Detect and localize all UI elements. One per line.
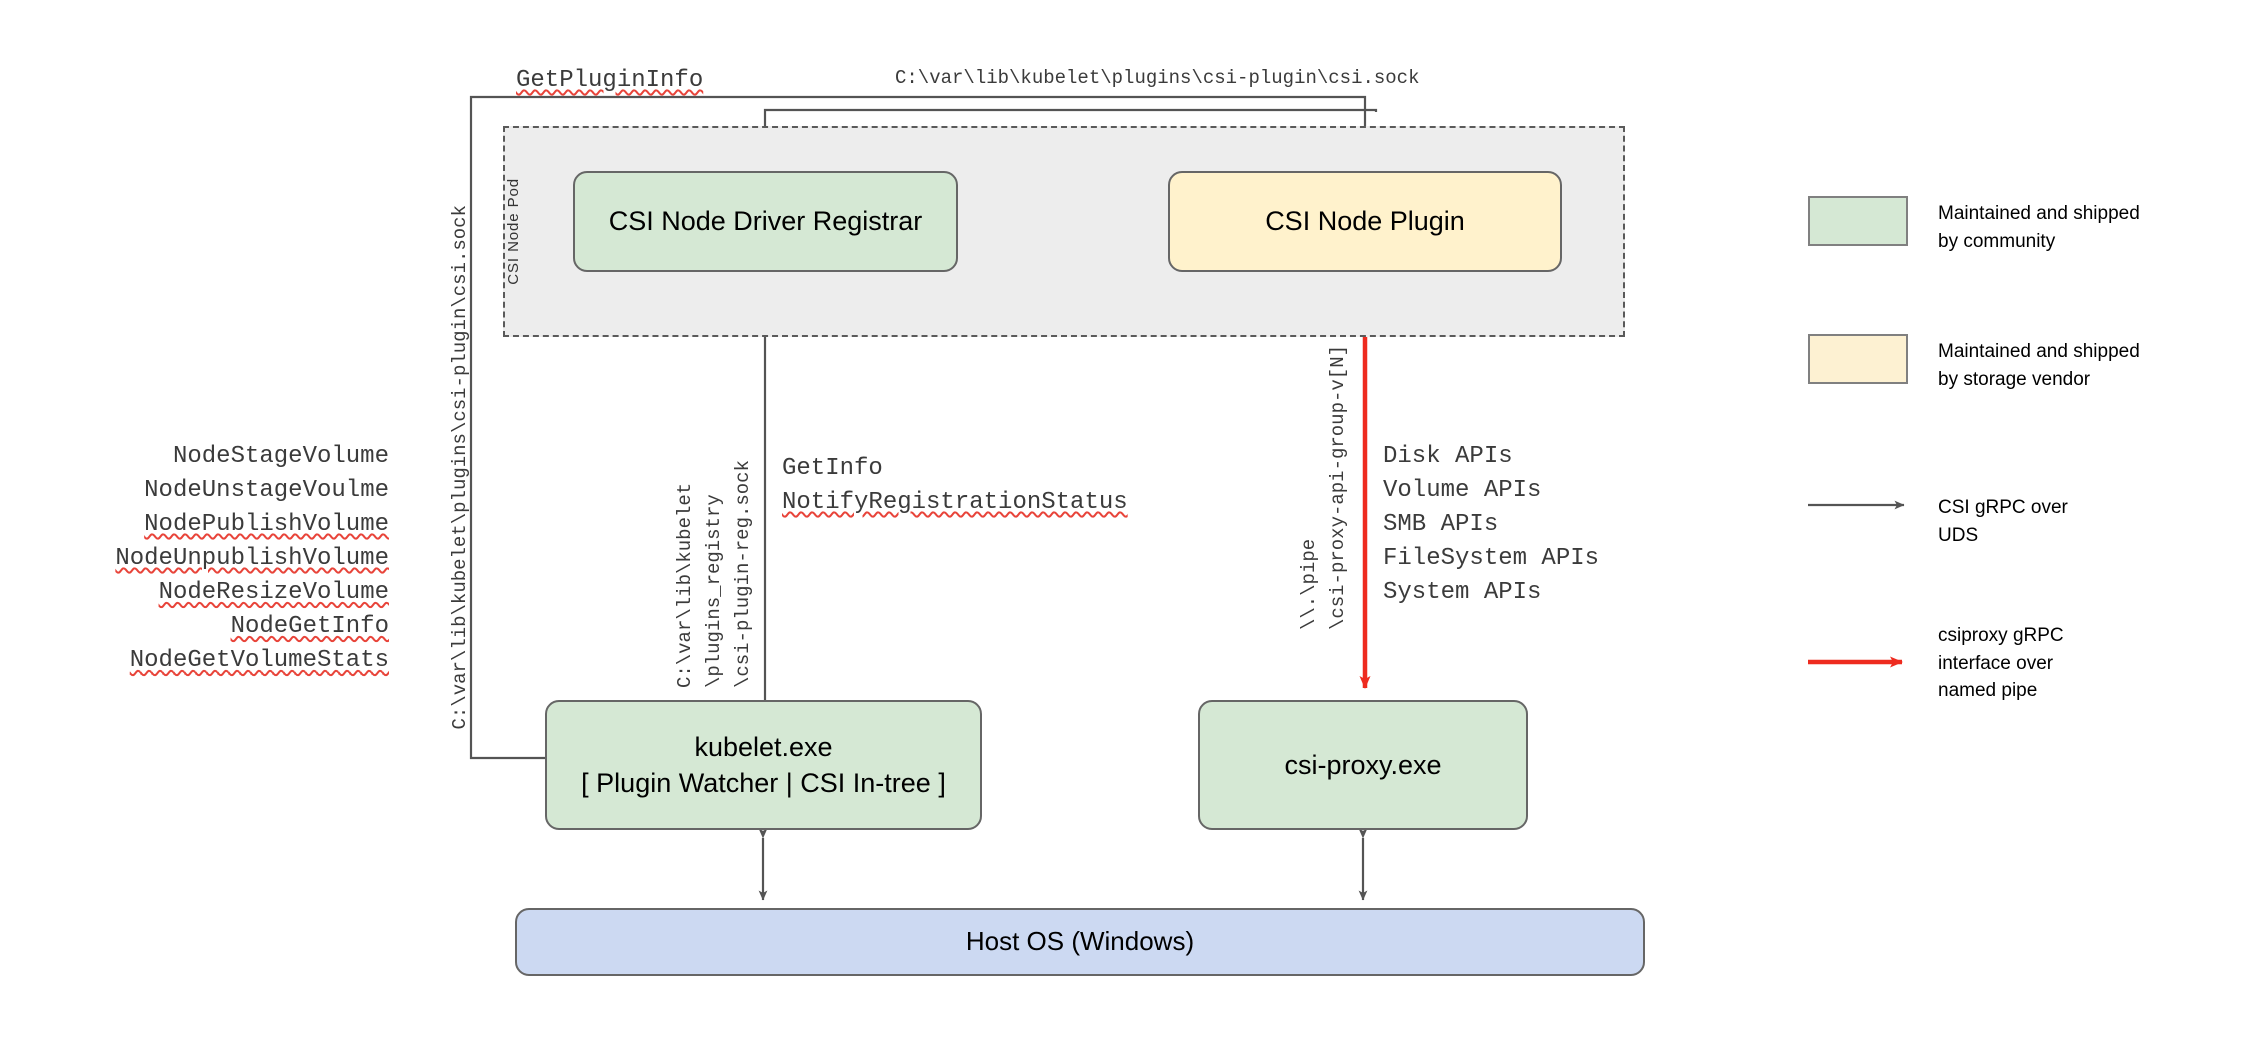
legend-label-vendor: Maintained and shipped by storage vendor (1938, 341, 2140, 390)
node-label: CSI Node Driver Registrar (608, 206, 923, 237)
node-operation-6: NodeGetVolumeStats (129, 647, 389, 675)
node-csi-proxy-exe[interactable]: csi-proxy.exe (1198, 700, 1528, 830)
node-operation-3: NodeUnpublishVolume (115, 545, 389, 573)
node-host-os[interactable]: Host OS (Windows) (515, 908, 1645, 976)
node-label-wrap: kubelet.exe [ Plugin Watcher | CSI In-tr… (581, 729, 946, 802)
node-label-line1: kubelet.exe (694, 731, 833, 762)
annotation-left-socket-path: C:\var\lib\kubelet\plugins\csi-plugin\cs… (449, 205, 471, 730)
legend-swatch-community (1808, 196, 1908, 246)
legend-arrow-gray-icon (1808, 500, 1905, 510)
node-label: Host OS (Windows) (965, 926, 1195, 957)
node-label-line2: [ Plugin Watcher | CSI In-tree ] (581, 768, 946, 798)
node-label: csi-proxy.exe (1284, 749, 1442, 780)
proxy-api-2: SMB APIs (1383, 511, 1499, 539)
annotation-top-socket-path: C:\var\lib\kubelet\plugins\csi-plugin\cs… (895, 67, 1420, 89)
registration-call-1: NotifyRegistrationStatus (782, 489, 1128, 517)
proxy-api-4: System APIs (1383, 579, 1542, 607)
csi-node-pod-label: CSI Node Pod (505, 178, 522, 285)
registration-path-part-1: \plugins_registry (702, 494, 725, 689)
legend-swatch-vendor (1808, 334, 1908, 384)
node-label: CSI Node Plugin (1265, 206, 1465, 237)
named-pipe-part-1: \csi-proxy-api-group-v[N] (1326, 345, 1349, 631)
legend-label-named-pipe: csiproxy gRPC interface over named pipe (1938, 625, 2064, 702)
legend-label-community: Maintained and shipped by community (1938, 203, 2140, 252)
annotation-named-pipe-path: \\.\pipe \csi-proxy-api-group-v[N] (1296, 345, 1352, 630)
named-pipe-part-0: \\.\pipe (1298, 538, 1320, 631)
proxy-api-0: Disk APIs (1383, 443, 1513, 470)
proxy-api-1: Volume APIs (1383, 477, 1542, 505)
connector-getplugininfo (469, 95, 1370, 760)
registration-path-part-2: \csi-plugin-reg.sock (731, 460, 754, 689)
node-csi-node-driver-registrar[interactable]: CSI Node Driver Registrar (573, 171, 958, 272)
node-operation-4: NodeResizeVolume (158, 579, 389, 607)
legend-arrow-red-icon (1808, 656, 1903, 668)
registration-path-part-0: C:\var\lib\kubelet (674, 482, 696, 689)
node-operation-0: NodeStageVolume (172, 443, 389, 470)
node-operation-5: NodeGetInfo (230, 613, 389, 641)
proxy-api-3: FileSystem APIs (1383, 545, 1600, 573)
annotation-registration-socket-path: C:\var\lib\kubelet \plugins_registry \csi-… (672, 460, 757, 688)
registration-call-0: GetInfo (782, 455, 883, 482)
node-operation-2: NodePublishVolume (144, 511, 389, 539)
legend-label-uds: CSI gRPC over UDS (1938, 497, 2068, 546)
node-csi-node-plugin[interactable]: CSI Node Plugin (1168, 171, 1562, 272)
annotation-get-plugin-info: GetPluginInfo (516, 67, 704, 94)
node-kubelet-exe[interactable]: kubelet.exe [ Plugin Watcher | CSI In-tr… (545, 700, 982, 830)
node-operation-1: NodeUnstageVoulme (144, 477, 389, 505)
